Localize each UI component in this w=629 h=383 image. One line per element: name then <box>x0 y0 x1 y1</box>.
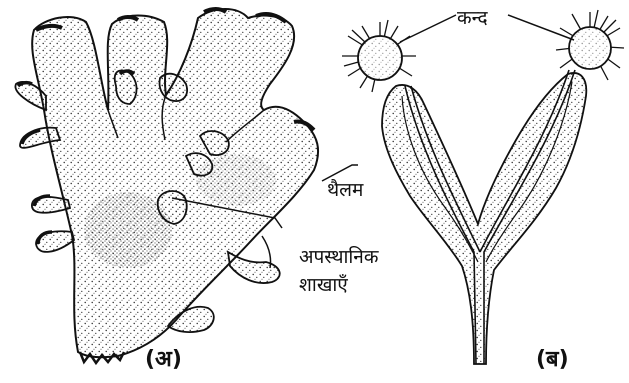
tuber-left <box>342 20 416 92</box>
thallus-b <box>382 70 586 364</box>
tuber-leader <box>400 15 456 42</box>
tuber-leader <box>508 15 574 40</box>
adventitious-branches-label-line2: शाखाएँ <box>299 271 348 297</box>
panel-a-label: (अ) <box>145 343 182 373</box>
adventitious-branch <box>228 252 280 283</box>
tuber-label: कन्द <box>457 4 488 30</box>
adventitious-branches-label-line1: अपस्थानिक <box>299 243 378 269</box>
thallus-a <box>32 9 318 363</box>
thallus-label: थैलम <box>327 176 363 202</box>
tuber-right <box>556 10 624 80</box>
panel-b-label: (ब) <box>536 343 569 373</box>
